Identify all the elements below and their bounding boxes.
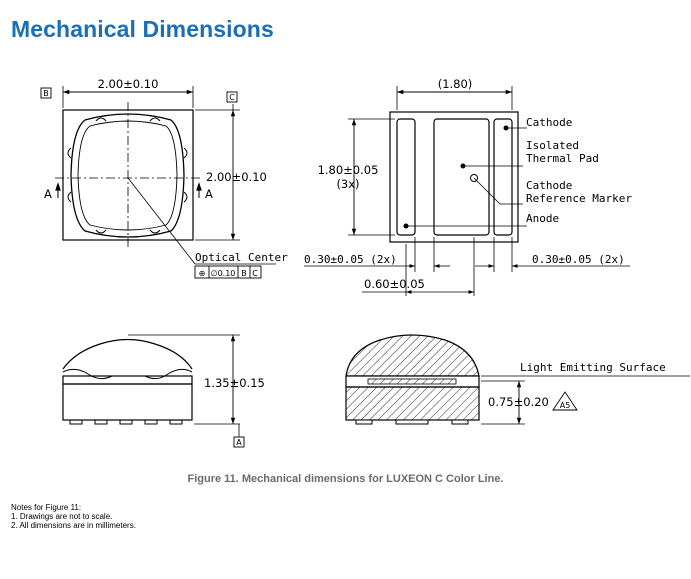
section-arrow-left [55, 182, 61, 191]
side-dome-shoulder [62, 368, 193, 380]
side-height-dim: 1.35±0.15 [204, 376, 265, 390]
note-flag-triangle [552, 391, 578, 411]
section-arrow-right [196, 182, 202, 191]
side-view [62, 334, 245, 448]
top-view [40, 86, 276, 279]
bottom-view-text: (1.80) 1.80±0.05 (3x) 0.30±0.05 (2x) 0.3… [304, 77, 632, 291]
section-view-text: Light Emitting Surface 0.75±0.20 A5 [488, 361, 666, 410]
datum-b-label: B [43, 89, 49, 98]
label-isolated-line1: Isolated [526, 139, 579, 152]
fcf-symbol: ⊕ [199, 269, 206, 278]
lens-outline [70, 113, 185, 238]
section-view [345, 334, 690, 425]
datum-a-label: A [236, 438, 242, 447]
datum-a-box [233, 436, 245, 448]
fcf-datum-2: C [252, 269, 258, 278]
pad-width-left-dim: 0.30±0.05 (2x) [304, 253, 397, 266]
pad-height-dim: 1.80±0.05 [318, 163, 379, 177]
fcf-tolerance: ∅0.10 [211, 269, 236, 278]
pad-cathode-left [396, 118, 416, 236]
section-dome [345, 334, 480, 377]
section-body [345, 386, 480, 421]
side-dome [62, 338, 193, 370]
note-item: 2. All dimensions are in millimeters. [11, 521, 136, 530]
bottom-view [304, 86, 630, 296]
pad-cathode-right [493, 118, 513, 236]
pad-center-dim: 0.60±0.05 [364, 277, 425, 291]
fcf-datum-1: B [241, 269, 247, 278]
pad-view-outline [389, 111, 519, 243]
label-cathode: Cathode [526, 116, 572, 129]
note-flag-label: A5 [560, 401, 571, 410]
figure-caption: Figure 11. Mechanical dimensions for LUX… [187, 473, 504, 485]
datum-c-label: C [229, 93, 235, 102]
figure-notes: Notes for Figure 11: 1. Drawings are not… [11, 503, 136, 530]
page-title: Mechanical Dimensions [11, 16, 274, 42]
notes-title: Notes for Figure 11: [11, 503, 82, 512]
top-view-text: 2.00±0.10 B C 2.00±0.10 A A Optical Cent… [43, 77, 288, 278]
optical-center-leader [127, 177, 196, 265]
feature-control-frame [194, 265, 262, 279]
top-height-dim: 2.00±0.10 [206, 170, 267, 184]
section-height-dim: 0.75±0.20 [488, 395, 549, 409]
light-emitting-surface-label: Light Emitting Surface [520, 361, 666, 374]
section-label-left: A [44, 187, 52, 201]
label-marker-line1: Cathode [526, 179, 572, 192]
thermal-pad [433, 118, 490, 236]
side-body [62, 383, 193, 421]
side-pads [69, 419, 183, 425]
lens-lumps [67, 117, 188, 234]
note-item: 1. Drawings are not to scale. [11, 512, 113, 521]
label-anode: Anode [526, 212, 559, 225]
section-pads [355, 419, 469, 425]
side-body-top [62, 375, 193, 385]
top-width-dim: 2.00±0.10 [98, 77, 159, 91]
pad-width-dim: (1.80) [438, 77, 473, 91]
cathode-reference-marker [470, 174, 478, 182]
label-marker-line2: Reference Marker [526, 192, 632, 205]
pad-height-count: (3x) [336, 177, 359, 191]
label-isolated-line2: Thermal Pad [526, 152, 599, 165]
side-view-text: 1.35±0.15 A [204, 376, 265, 447]
mechanical-drawing: 2.00±0.10 B C 2.00±0.10 A A Optical Cent… [40, 77, 690, 448]
lens-outline-inner [77, 120, 178, 231]
pad-width-right-dim: 0.30±0.05 (2x) [532, 253, 625, 266]
section-label-right: A [205, 187, 213, 201]
optical-center-label: Optical Center [195, 251, 288, 264]
